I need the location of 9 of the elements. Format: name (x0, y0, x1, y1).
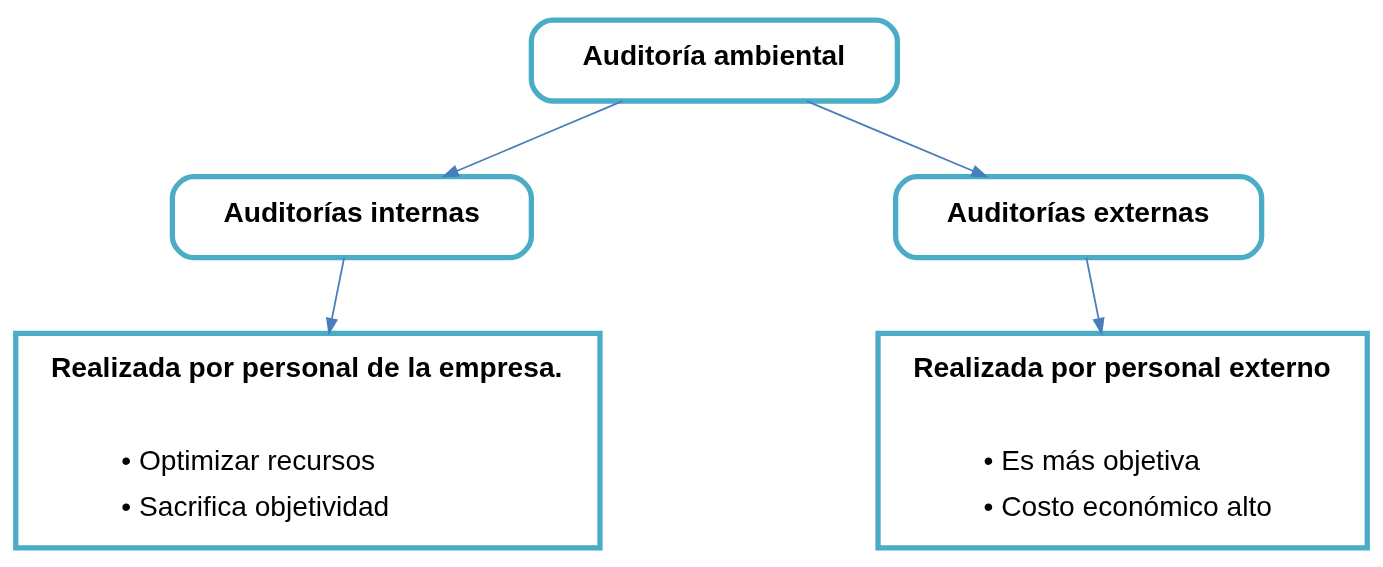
arrow (805, 99, 989, 178)
node-box: Realizada por personal externo • Es más objetiva • Costo económico alto (875, 330, 1370, 551)
arrow (441, 99, 624, 178)
node-box: Auditorías externas (893, 173, 1265, 260)
node-box: Realizada por personal de la empresa. • Optimizar recursos • Sacrifica objetividad (13, 330, 603, 551)
arrow (1085, 256, 1105, 335)
node-box: Auditorías internas (169, 173, 534, 260)
arrow (325, 256, 345, 335)
node-box: Auditoría ambiental (528, 16, 901, 104)
